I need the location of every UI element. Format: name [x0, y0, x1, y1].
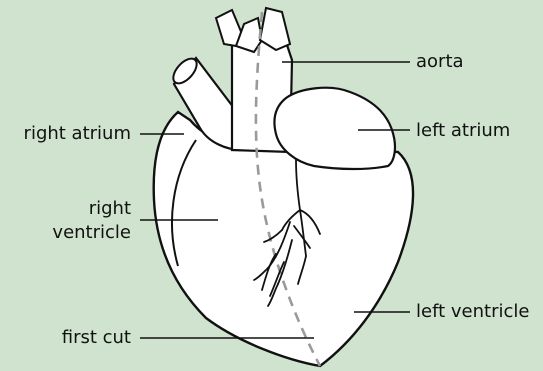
left-atrium-label: left atrium: [416, 119, 510, 143]
right-ventricle-label: right ventricle: [52, 197, 131, 245]
aorta-label: aorta: [416, 50, 464, 74]
aorta-branch-right: [260, 8, 290, 50]
first-cut-label: first cut: [62, 326, 131, 350]
right-ventricle-label-line2: ventricle: [52, 221, 131, 245]
right-atrium-label: right atrium: [24, 122, 131, 146]
right-ventricle-label-line1: right: [52, 197, 131, 221]
left-atrium-shape: [274, 88, 395, 169]
left-ventricle-label: left ventricle: [416, 300, 529, 324]
